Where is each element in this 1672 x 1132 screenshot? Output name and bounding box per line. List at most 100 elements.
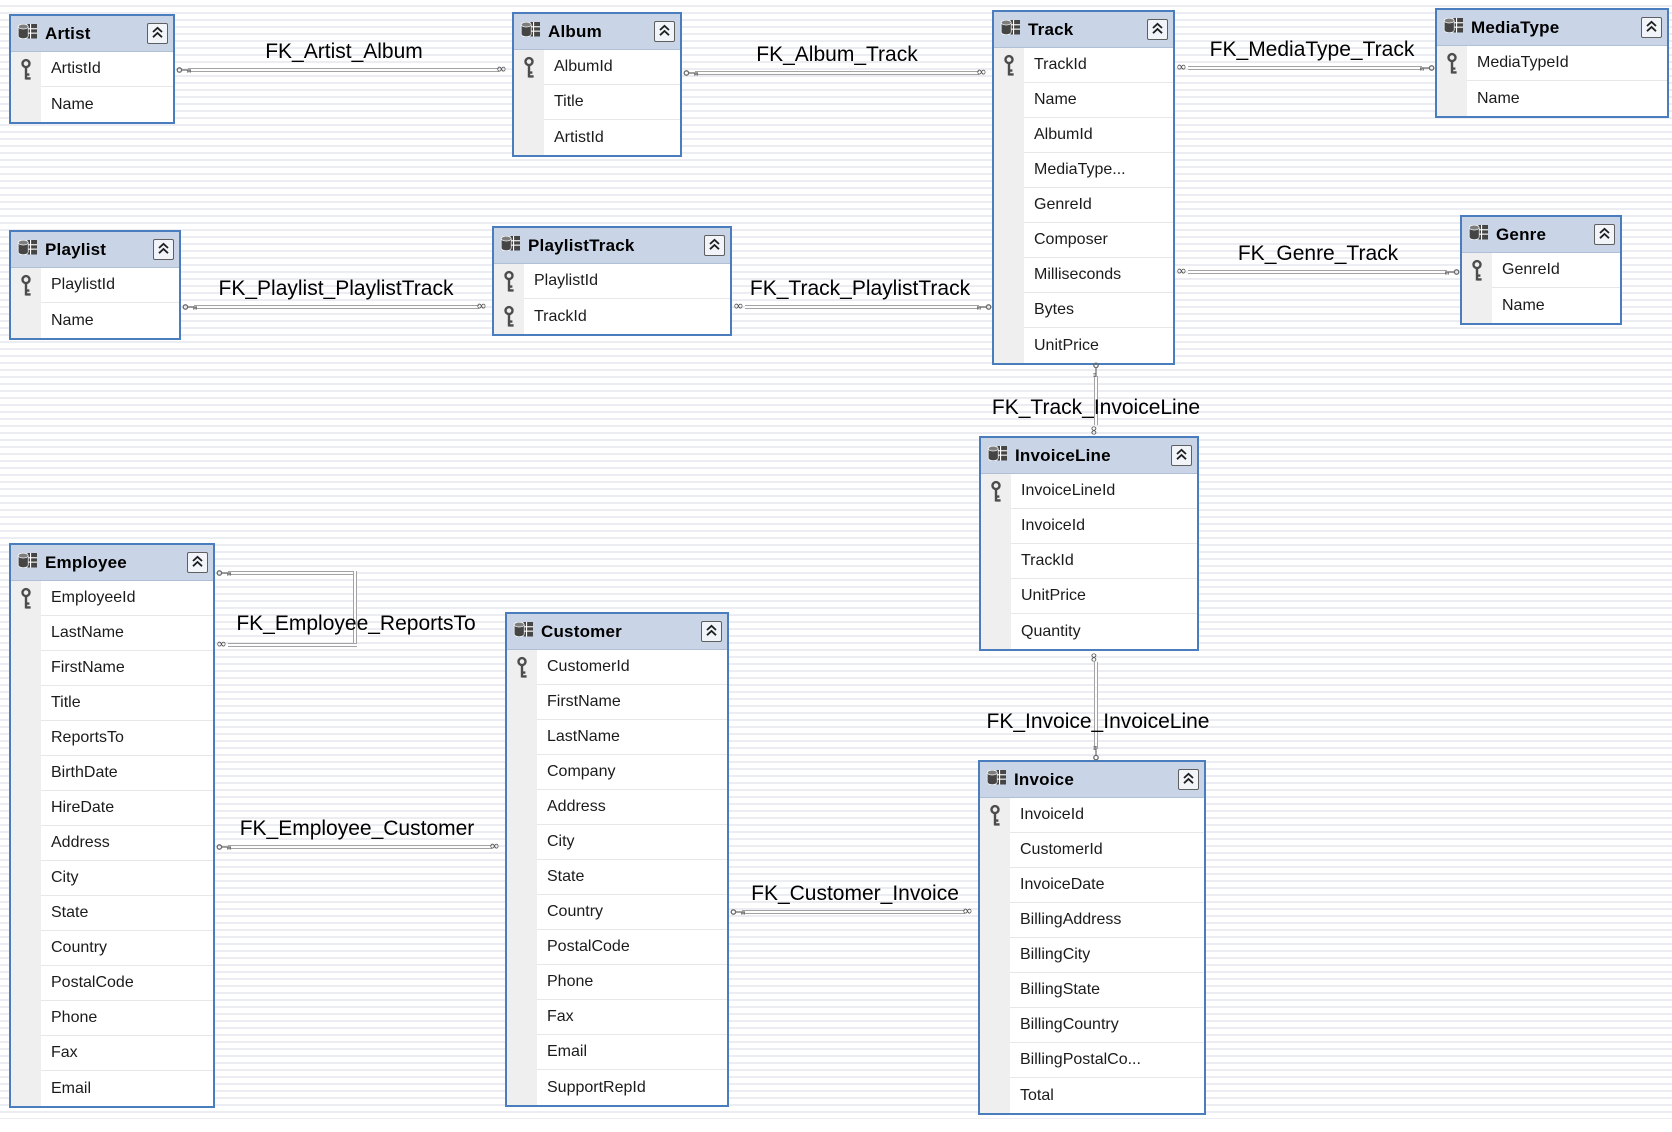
field-row-billingcity[interactable]: BillingCity — [980, 938, 1204, 973]
table-header[interactable]: Genre — [1462, 217, 1620, 253]
field-row-firstname[interactable]: FirstName — [11, 651, 213, 686]
collapse-table-button[interactable] — [147, 23, 168, 44]
relationship-label[interactable]: FK_Artist_Album — [265, 40, 423, 63]
field-row-unitprice[interactable]: UnitPrice — [994, 328, 1173, 363]
field-row-employeeid[interactable]: EmployeeId — [11, 581, 213, 616]
field-row-total[interactable]: Total — [980, 1078, 1204, 1113]
field-row-state[interactable]: State — [11, 896, 213, 931]
field-row-supportrepid[interactable]: SupportRepId — [507, 1070, 727, 1105]
field-row-milliseconds[interactable]: Milliseconds — [994, 258, 1173, 293]
field-row-country[interactable]: Country — [11, 931, 213, 966]
field-row-bytes[interactable]: Bytes — [994, 293, 1173, 328]
field-row-albumid[interactable]: AlbumId — [994, 118, 1173, 153]
field-row-artistid[interactable]: ArtistId — [11, 52, 173, 87]
table-header[interactable]: Playlist — [11, 232, 179, 268]
field-row-playlistid[interactable]: PlaylistId — [11, 268, 179, 303]
field-row-address[interactable]: Address — [11, 826, 213, 861]
table-header[interactable]: PlaylistTrack — [494, 228, 730, 264]
field-row-artistid[interactable]: ArtistId — [514, 120, 680, 155]
field-row-customerid[interactable]: CustomerId — [980, 833, 1204, 868]
field-row-billingstate[interactable]: BillingState — [980, 973, 1204, 1008]
field-row-trackid[interactable]: TrackId — [981, 544, 1197, 579]
field-row-postalcode[interactable]: PostalCode — [507, 930, 727, 965]
field-row-reportsto[interactable]: ReportsTo — [11, 721, 213, 756]
relationship-label[interactable]: FK_MediaType_Track — [1209, 38, 1415, 61]
collapse-table-button[interactable] — [1641, 17, 1662, 38]
field-row-lastname[interactable]: LastName — [507, 720, 727, 755]
field-row-email[interactable]: Email — [507, 1035, 727, 1070]
field-row-phone[interactable]: Phone — [507, 965, 727, 1000]
field-row-playlistid[interactable]: PlaylistId — [494, 264, 730, 299]
field-row-email[interactable]: Email — [11, 1071, 213, 1106]
collapse-table-button[interactable] — [704, 235, 725, 256]
field-row-name[interactable]: Name — [1437, 81, 1667, 116]
field-row-genreid[interactable]: GenreId — [1462, 253, 1620, 288]
relationship-label[interactable]: FK_Genre_Track — [1237, 242, 1399, 265]
field-row-mediatype[interactable]: MediaType... — [994, 153, 1173, 188]
relationship-label[interactable]: FK_Track_PlaylistTrack — [749, 277, 971, 300]
collapse-table-button[interactable] — [1594, 224, 1615, 245]
table-header[interactable]: Artist — [11, 16, 173, 52]
field-row-hiredate[interactable]: HireDate — [11, 791, 213, 826]
field-row-lastname[interactable]: LastName — [11, 616, 213, 651]
collapse-table-button[interactable] — [1147, 19, 1168, 40]
field-row-mediatypeid[interactable]: MediaTypeId — [1437, 46, 1667, 81]
field-row-billingpostalco[interactable]: BillingPostalCo... — [980, 1043, 1204, 1078]
field-row-state[interactable]: State — [507, 860, 727, 895]
field-row-name[interactable]: Name — [11, 87, 173, 122]
field-row-title[interactable]: Title — [11, 686, 213, 721]
table-header[interactable]: Invoice — [980, 762, 1204, 798]
collapse-table-button[interactable] — [187, 552, 208, 573]
table-header[interactable]: Employee — [11, 545, 213, 581]
field-row-invoicedate[interactable]: InvoiceDate — [980, 868, 1204, 903]
field-row-city[interactable]: City — [11, 861, 213, 896]
table-header[interactable]: InvoiceLine — [981, 438, 1197, 474]
field-row-name[interactable]: Name — [1462, 288, 1620, 323]
field-row-invoicelineid[interactable]: InvoiceLineId — [981, 474, 1197, 509]
relationship-label[interactable]: FK_Album_Track — [756, 43, 918, 66]
field-row-city[interactable]: City — [507, 825, 727, 860]
field-row-billingcountry[interactable]: BillingCountry — [980, 1008, 1204, 1043]
field-row-fax[interactable]: Fax — [11, 1036, 213, 1071]
field-row-name[interactable]: Name — [994, 83, 1173, 118]
relationship-label[interactable]: FK_Employee_Customer — [239, 817, 475, 840]
field-row-name[interactable]: Name — [11, 303, 179, 338]
table-header[interactable]: Customer — [507, 614, 727, 650]
relationship-label[interactable]: FK_Invoice_InvoiceLine — [986, 710, 1210, 733]
field-row-postalcode[interactable]: PostalCode — [11, 966, 213, 1001]
collapse-table-button[interactable] — [654, 21, 675, 42]
field-row-billingaddress[interactable]: BillingAddress — [980, 903, 1204, 938]
field-row-genreid[interactable]: GenreId — [994, 188, 1173, 223]
collapse-table-button[interactable] — [1178, 769, 1199, 790]
field-row-invoiceid[interactable]: InvoiceId — [981, 509, 1197, 544]
field-row-quantity[interactable]: Quantity — [981, 614, 1197, 649]
field-row-composer[interactable]: Composer — [994, 223, 1173, 258]
collapse-table-button[interactable] — [1171, 445, 1192, 466]
table-header[interactable]: MediaType — [1437, 10, 1667, 46]
field-row-company[interactable]: Company — [507, 755, 727, 790]
relationship-label[interactable]: FK_Customer_Invoice — [751, 882, 959, 905]
field-row-title[interactable]: Title — [514, 85, 680, 120]
field-row-albumid[interactable]: AlbumId — [514, 50, 680, 85]
field-row-firstname[interactable]: FirstName — [507, 685, 727, 720]
field-row-country[interactable]: Country — [507, 895, 727, 930]
relationship-label[interactable]: FK_Employee_ReportsTo — [236, 612, 476, 635]
field-row-address[interactable]: Address — [507, 790, 727, 825]
field-row-trackid[interactable]: TrackId — [994, 48, 1173, 83]
relationship-label[interactable]: FK_Playlist_PlaylistTrack — [218, 277, 454, 300]
field-row-trackid[interactable]: TrackId — [494, 299, 730, 334]
field-row-fax[interactable]: Fax — [507, 1000, 727, 1035]
field-row-birthdate[interactable]: BirthDate — [11, 756, 213, 791]
relationship-label[interactable]: FK_Track_InvoiceLine — [991, 396, 1201, 419]
table-header[interactable]: Album — [514, 14, 680, 50]
table-header[interactable]: Track — [994, 12, 1173, 48]
